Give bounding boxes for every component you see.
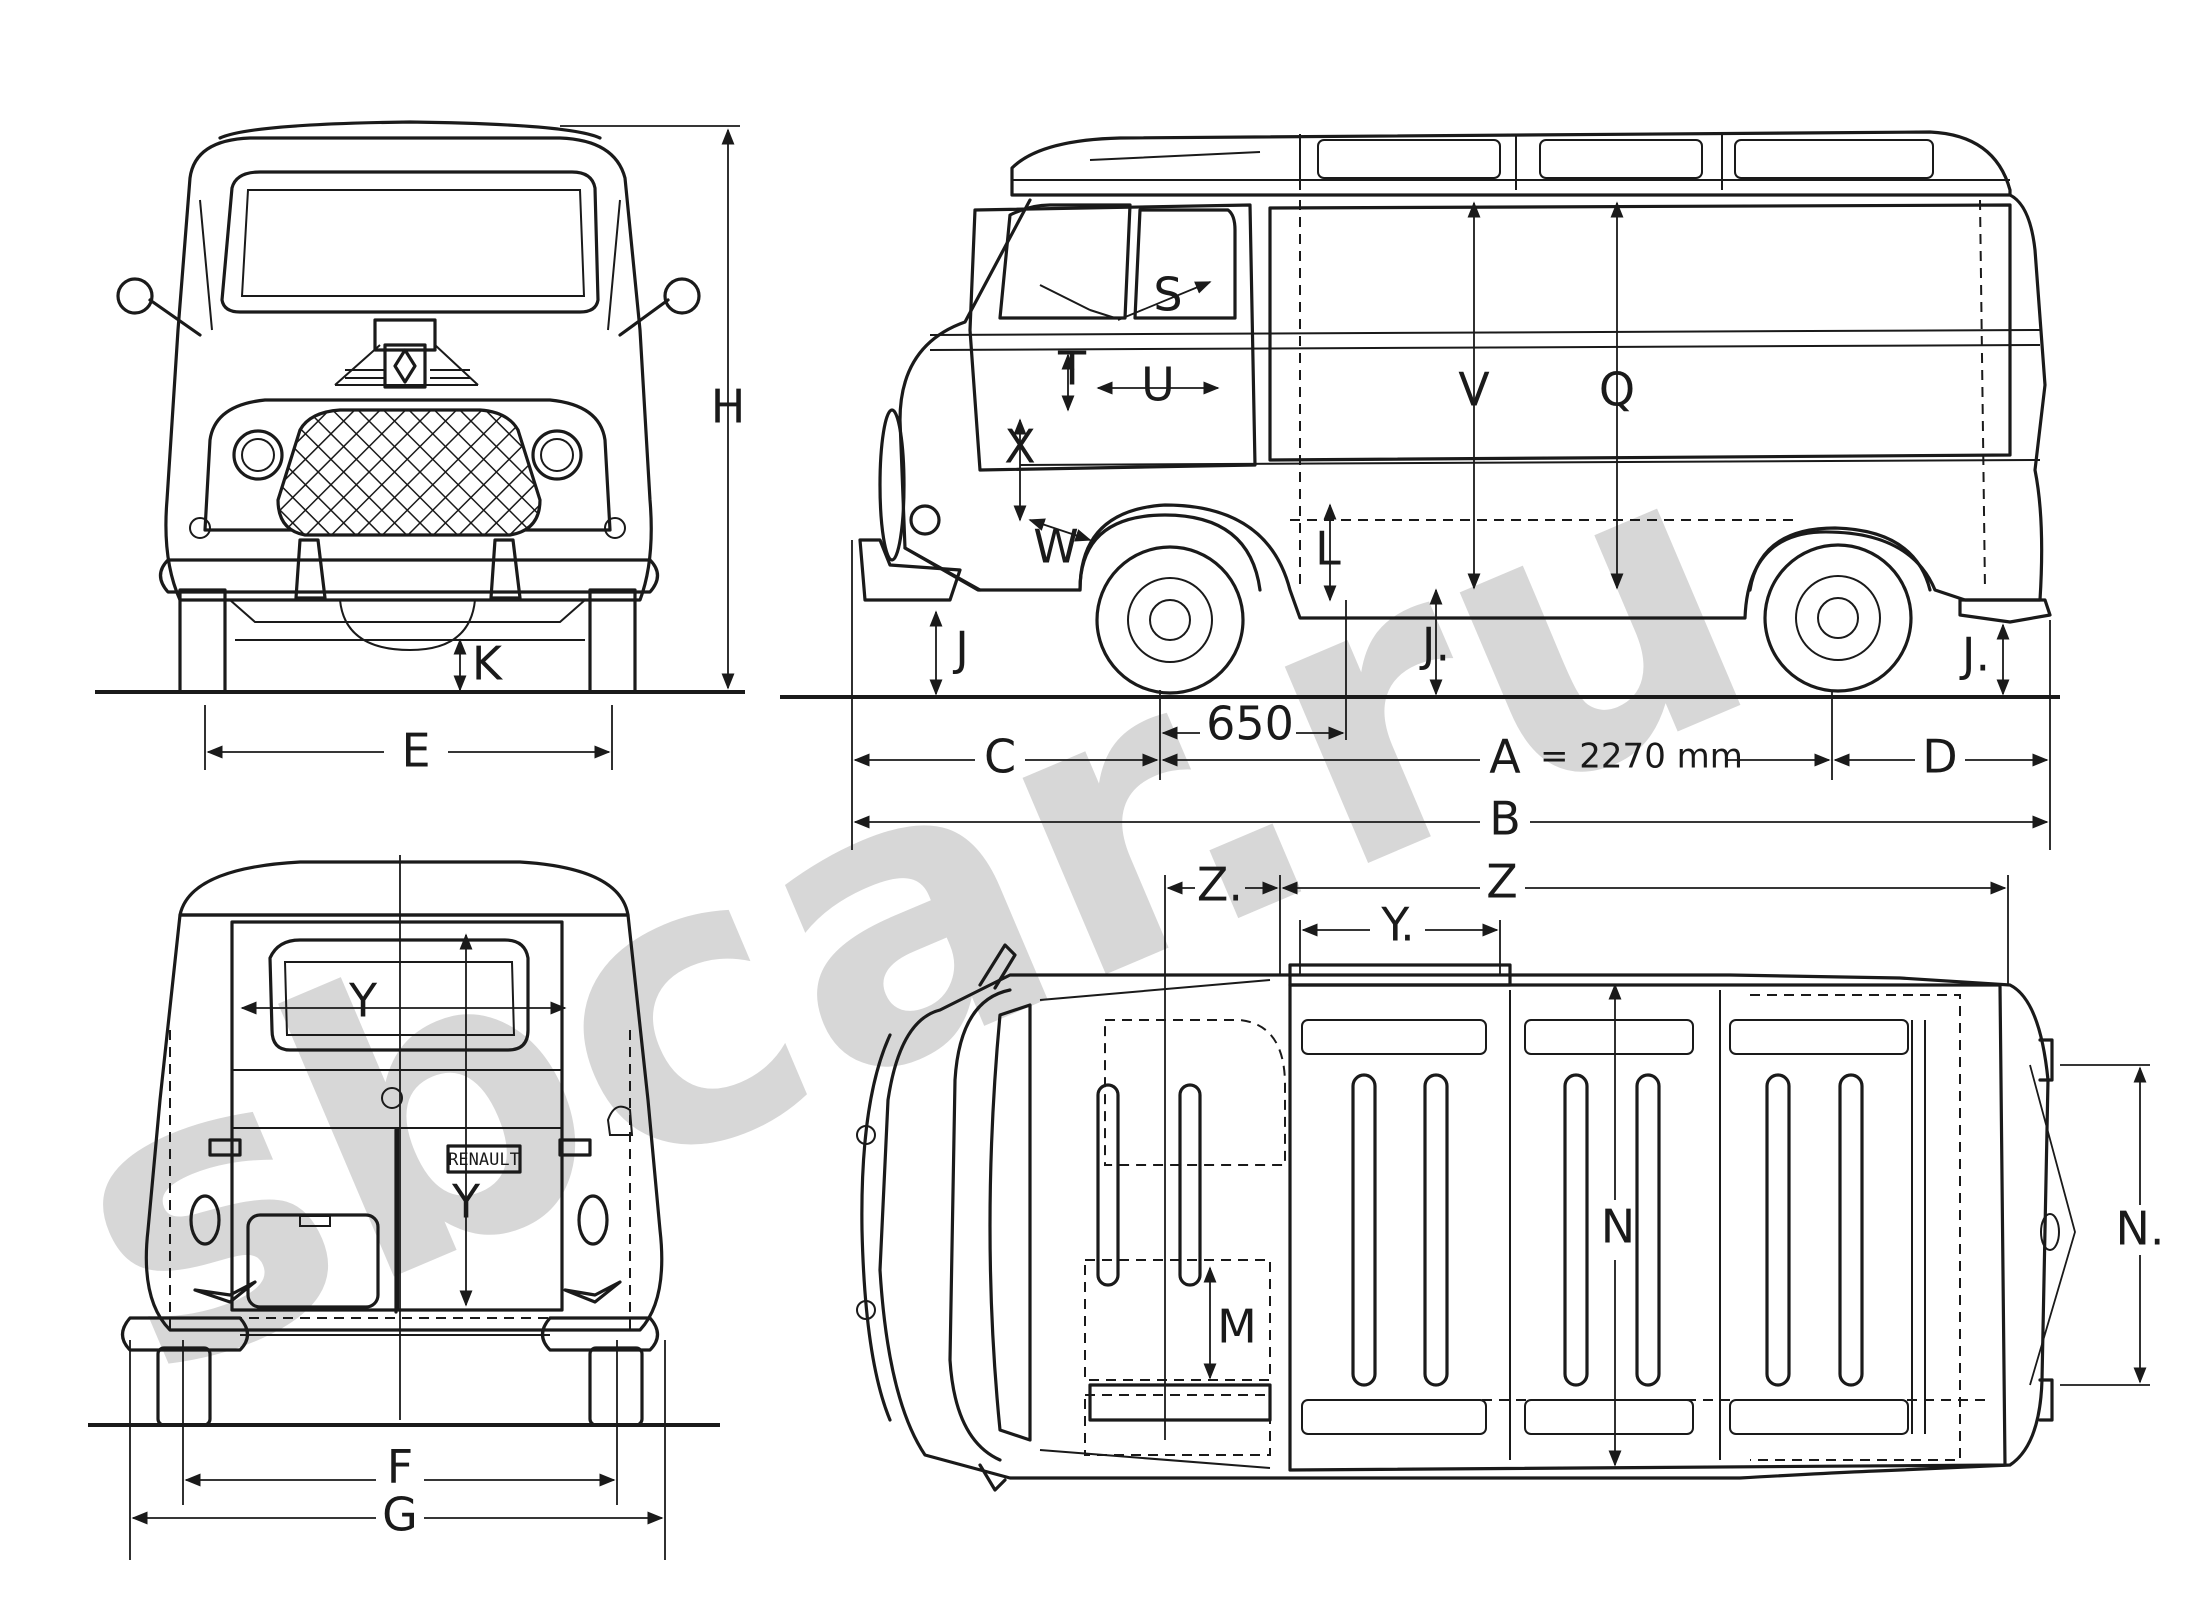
dim-label-e: E xyxy=(401,724,430,778)
watermark: sbcar.ru xyxy=(9,359,1807,1465)
front-view: H K E xyxy=(95,120,746,778)
dim-label-c: C xyxy=(984,730,1016,784)
rear-badge: RENAULT xyxy=(448,1150,520,1170)
dim-label-k: K xyxy=(472,637,504,691)
dim-label-y-door: Y xyxy=(451,1175,481,1229)
dim-label-w: W xyxy=(1033,520,1078,574)
dim-label-g: G xyxy=(382,1488,418,1542)
dim-label-j-mid: J. xyxy=(1419,618,1450,672)
dim-label-b: B xyxy=(1489,792,1521,846)
dim-label-j-rear: J. xyxy=(1959,628,1990,682)
dim-label-j: J xyxy=(952,622,969,676)
dim-label-h: H xyxy=(711,380,746,434)
dim-label-l: L xyxy=(1315,522,1341,576)
dim-value-a: = 2270 mm xyxy=(1540,737,1743,777)
dim-label-q: Q xyxy=(1599,363,1635,417)
dim-label-a: A xyxy=(1489,730,1521,784)
dim-label-y-window: Y xyxy=(348,974,378,1028)
dim-label-s: S xyxy=(1153,268,1182,322)
dim-label-y-roof: Y. xyxy=(1380,898,1414,952)
rear-view: RENAULT Y Y F G xyxy=(88,855,720,1560)
dim-label-v: V xyxy=(1458,363,1490,417)
side-view: V Q S T U X W L J J. J. 650 C xyxy=(780,130,2060,850)
dim-label-650: 650 xyxy=(1206,697,1294,751)
dim-label-n-rear: N. xyxy=(2115,1202,2164,1256)
top-view: Z. Z Y. N N. M xyxy=(856,855,2165,1492)
dim-label-n: N xyxy=(1601,1200,1635,1254)
dim-label-z-cab: Z. xyxy=(1197,858,1243,912)
dim-label-z: Z xyxy=(1486,855,1518,909)
dim-label-d: D xyxy=(1922,730,1957,784)
dim-label-t: T xyxy=(1057,342,1087,396)
dim-label-u: U xyxy=(1141,358,1175,412)
dim-label-m: M xyxy=(1217,1300,1257,1354)
dim-label-x: X xyxy=(1004,420,1036,474)
dim-label-f: F xyxy=(387,1440,413,1494)
